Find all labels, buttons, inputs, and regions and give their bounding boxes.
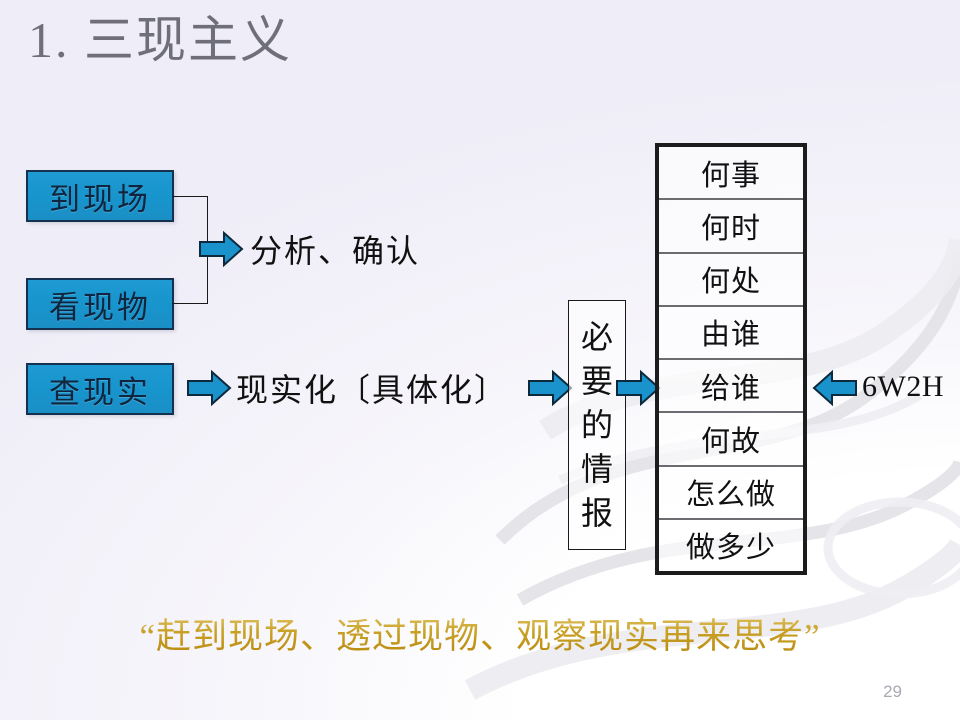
info-vertical-box[interactable]: 必 要 的 情 报 [568,300,626,550]
arrow-right-icon [616,369,661,407]
slide-caption: “赶到现场、透过现物、观察现实再来思考” [0,608,960,659]
realize-text: 现实化〔具体化〕 [236,372,509,408]
info-box-char: 必 [580,318,613,355]
blue-box-daoxianchang[interactable]: 到现场 [26,170,174,222]
table-row: 何事 [659,147,803,201]
analyze-text: 分析、确认 [250,233,421,269]
arrow-left-icon [812,369,857,407]
info-box-char: 报 [580,495,613,532]
info-box-char: 要 [580,362,613,399]
table-row: 何时 [659,200,803,254]
table-side-label: 6W2H [862,370,944,403]
table-row: 何故 [659,413,803,467]
blue-box-label: 到现场 [49,181,151,217]
table-6w2h: 何事 何时 何处 由谁 给谁 何故 怎么做 做多少 [655,143,807,575]
blue-box-kanxianwu[interactable]: 看现物 [26,278,174,330]
blue-box-chaxianshi[interactable]: 查现实 [26,363,174,415]
info-box-char: 的 [580,406,613,443]
page-number: 29 [883,682,902,701]
slide-title: 1. 三现主义 [28,12,292,68]
table-row: 给谁 [659,360,803,414]
blue-box-label: 看现物 [49,289,151,325]
table-row: 怎么做 [659,467,803,520]
table-row: 由谁 [659,307,803,360]
info-box-char: 情 [580,451,613,488]
arrow-right-icon [528,369,573,407]
blue-box-label: 查现实 [49,374,151,410]
table-row: 做多少 [685,532,776,565]
arrow-right-icon [187,369,232,407]
arrow-right-icon [199,230,244,268]
table-row: 何处 [659,254,803,307]
